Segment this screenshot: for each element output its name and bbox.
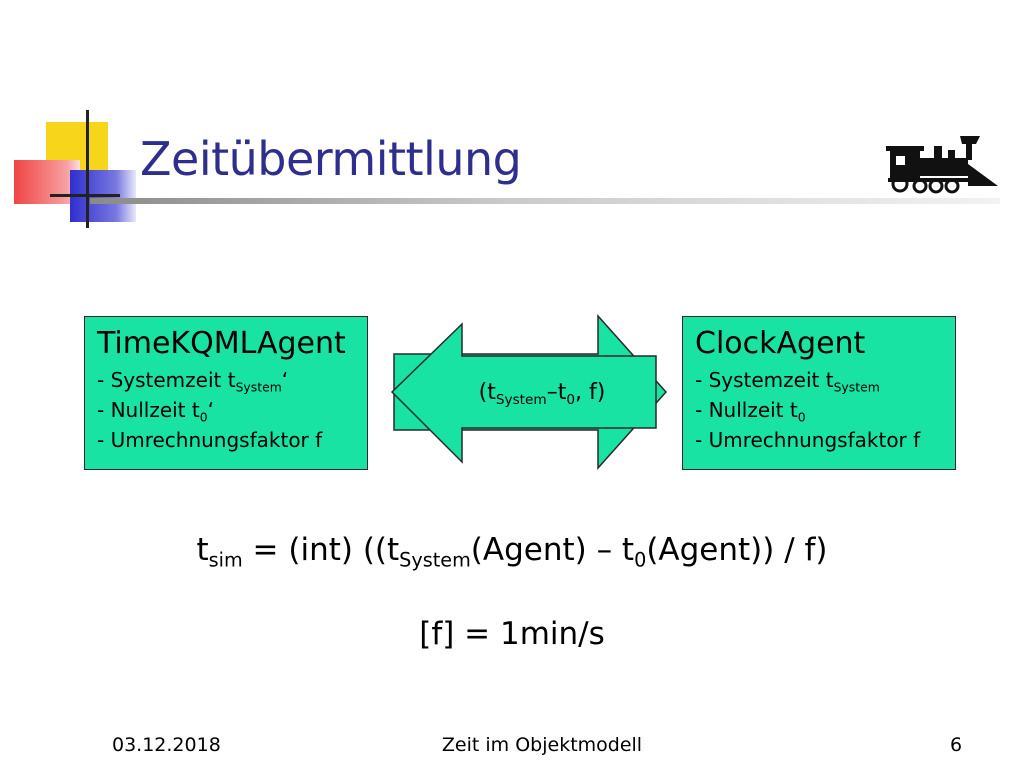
formula-subscript: 0 [634, 548, 647, 572]
line-subscript: System [833, 379, 880, 395]
left-box-line-systemzeit: - Systemzeit tSystem‘ [97, 365, 357, 395]
left-box-line-nullzeit: - Nullzeit t0‘ [97, 395, 357, 425]
line-suffix: ‘ [281, 368, 289, 392]
line-subscript: System [235, 379, 282, 395]
clockagent-box: ClockAgent - Systemzeit tSystem - Nullze… [682, 316, 956, 470]
deco-horizontal-line [50, 194, 120, 197]
arrow-label-subscript: System [495, 391, 547, 408]
title-underline [90, 198, 1000, 204]
arrow-label-part: –t [546, 380, 567, 405]
right-box-line-systemzeit: - Systemzeit tSystem [695, 365, 945, 395]
line-subscript: 0 [797, 409, 806, 425]
locomotive-icon [886, 136, 998, 194]
arrow-label-subscript: 0 [566, 391, 575, 408]
footer-page-number: 6 [950, 734, 963, 756]
timekqmlagent-box: TimeKQMLAgent - Systemzeit tSystem‘ - Nu… [84, 316, 368, 470]
formula-part: (Agent)) / f) [646, 532, 828, 568]
formula-subscript: sim [208, 548, 243, 572]
double-arrow [390, 314, 668, 470]
line-text: - Systemzeit t [695, 368, 834, 392]
timekqmlagent-title: TimeKQMLAgent [97, 326, 346, 361]
line-text: - Nullzeit t [695, 398, 798, 422]
left-box-line-umrechnungsfaktor: - Umrechnungsfaktor f [97, 425, 357, 455]
footer-date: 03.12.2018 [112, 734, 221, 756]
arrow-label-part: , f) [575, 380, 606, 405]
arrow-label-part: (t [478, 380, 496, 405]
line-text: - Systemzeit t [97, 368, 236, 392]
unit-equation: [f] = 1min/s [419, 616, 605, 652]
line-subscript: 0 [199, 409, 208, 425]
line-text: - Nullzeit t [97, 398, 200, 422]
arrow-label: (tSystem–t0, f) [462, 380, 622, 408]
line-text: - Umrechnungsfaktor f [97, 428, 323, 452]
formula-part: = (int) ((t [242, 532, 400, 568]
footer-title: Zeit im Objektmodell [441, 734, 643, 756]
right-box-line-nullzeit: - Nullzeit t0 [695, 395, 945, 425]
clockagent-title: ClockAgent [695, 326, 866, 361]
formula-part: t [196, 532, 209, 568]
line-text: - Umrechnungsfaktor f [695, 428, 921, 452]
slide-title: Zeitübermittlung [140, 132, 522, 186]
formula-part: (Agent) – t [470, 532, 635, 568]
formula-subscript: System [399, 548, 471, 572]
deco-vertical-line [86, 110, 89, 228]
line-suffix: ‘ [207, 398, 214, 422]
right-box-line-umrechnungsfaktor: - Umrechnungsfaktor f [695, 425, 945, 455]
tsim-formula: tsim = (int) ((tSystem(Agent) – t0(Agent… [0, 532, 1024, 570]
